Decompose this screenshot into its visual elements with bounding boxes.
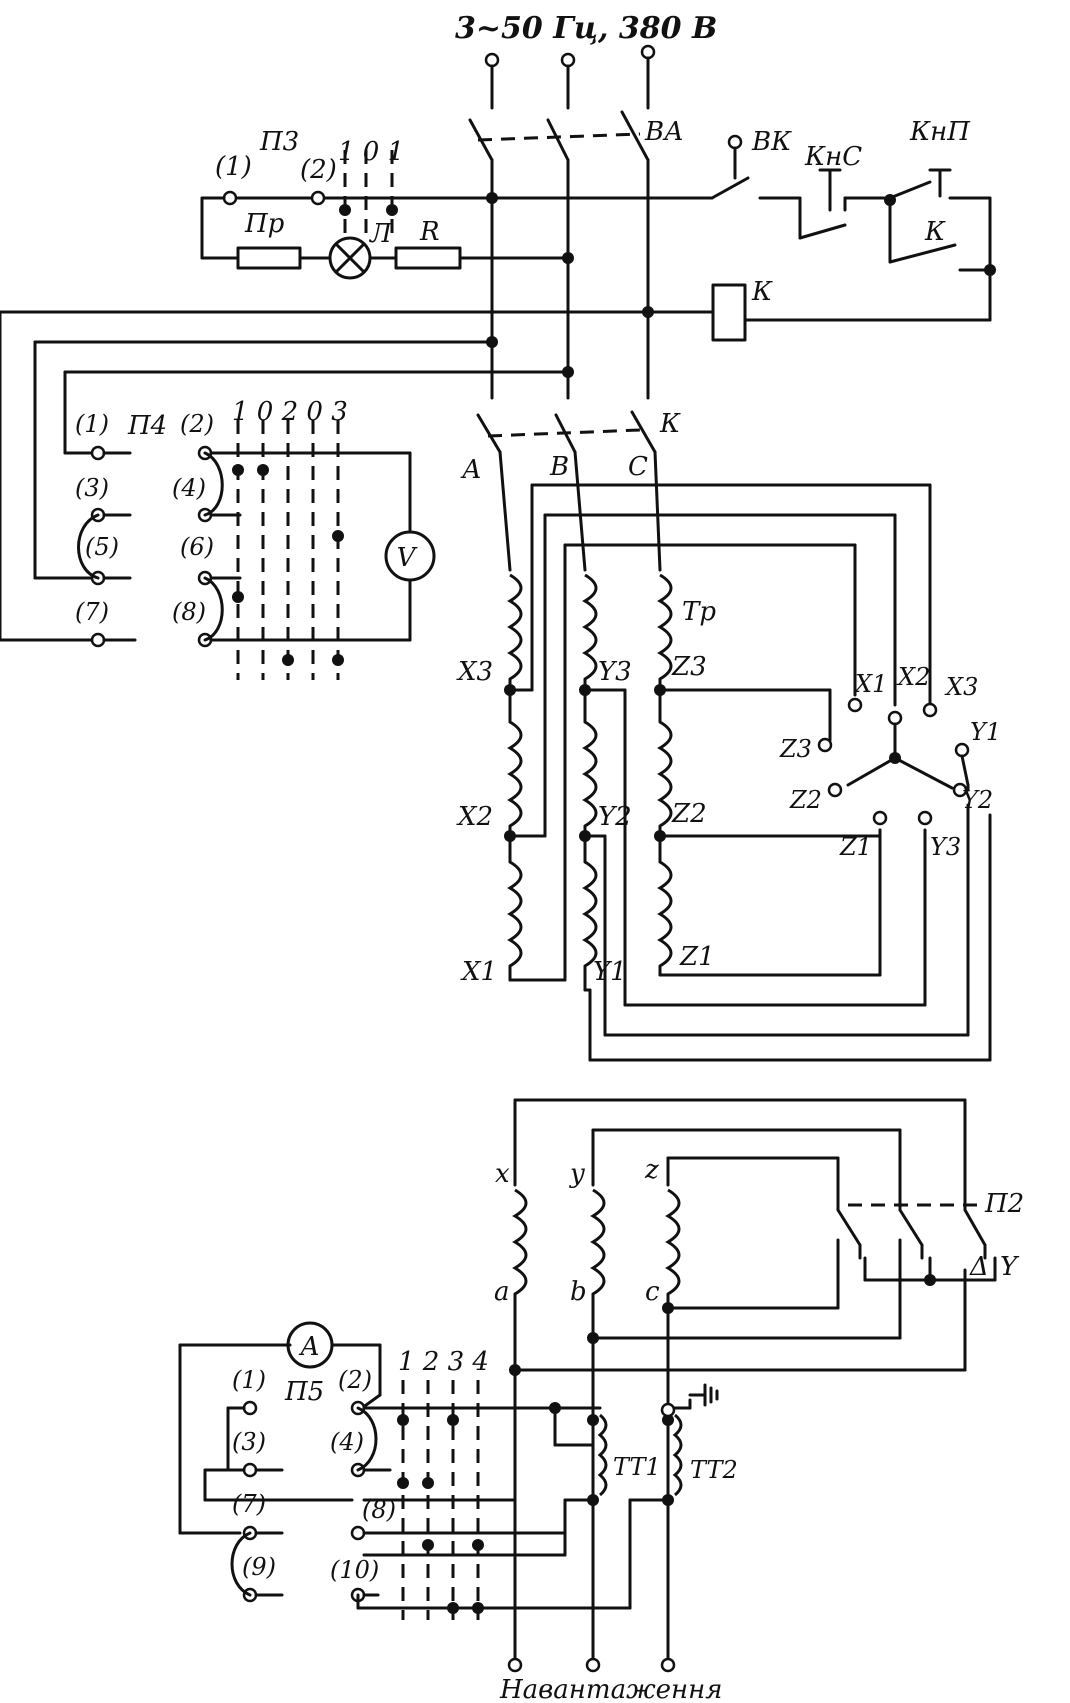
p5-pos-9: (9) [242, 1553, 276, 1581]
p5-switch [178, 1321, 632, 1620]
tap-x1: X1 [460, 957, 497, 987]
p4-pos-6: (6) [180, 533, 214, 561]
supply-label: 3~50 Гц, 380 В [455, 11, 717, 46]
contactor-k [476, 410, 657, 454]
voltmeter-icon: V [397, 543, 418, 573]
p5-pos-4: (4) [330, 1428, 364, 1456]
p5-pos-2: (2) [338, 1366, 372, 1394]
ammeter-icon: A [299, 1332, 320, 1362]
knp-label: КнП [909, 117, 971, 147]
tap-z2: Z2 [671, 799, 707, 829]
p5-label: П5 [284, 1377, 324, 1407]
secondary-windings [509, 1098, 967, 1662]
p3-circuit [200, 150, 654, 318]
transformer-windings [498, 450, 673, 992]
lamp-label: Л [368, 219, 393, 249]
knc-label: КнС [804, 142, 862, 172]
sec-x-label: x [495, 1159, 510, 1189]
p5-columns: 1 2 3 4 [398, 1347, 489, 1377]
p3-label: П3 [259, 127, 299, 157]
p2-switch [836, 1203, 997, 1286]
p4-pos-1: (1) [75, 410, 109, 438]
p3-pos1: (1) [215, 152, 252, 182]
sec-z-label: z [644, 1155, 659, 1185]
sec-a-label: a [494, 1277, 510, 1307]
p4-pos-5: (5) [85, 533, 119, 561]
tap-z3: Z3 [671, 652, 707, 682]
k-contact-label: К [924, 217, 946, 247]
load-label: Навантаження [499, 1675, 723, 1703]
phase-a-label: А [460, 455, 482, 485]
supply-terminals [484, 44, 656, 110]
sel-z3: Z3 [779, 735, 812, 763]
p3-pos2: (2) [300, 155, 337, 185]
sel-y1: Y1 [970, 718, 1001, 746]
sel-y2: Y2 [962, 786, 993, 814]
p4-columns: 1 0 2 0 3 [232, 397, 348, 427]
tt1-label: TT1 [613, 1453, 661, 1481]
p2-label: П2 [984, 1189, 1024, 1219]
sel-z2: Z2 [789, 786, 822, 814]
sec-y-label: y [569, 1159, 585, 1189]
vk-label: ВК [751, 127, 792, 157]
sec-b-label: b [570, 1277, 587, 1307]
breaker-label: ВА [644, 117, 684, 147]
phase-b-label: В [549, 452, 569, 482]
p4-label: П4 [127, 411, 167, 441]
fuse-label: Пр [244, 209, 285, 239]
load-terminals [507, 1657, 676, 1673]
p4-pos-4: (4) [172, 474, 206, 502]
sec-c-label: c [645, 1277, 660, 1307]
tap-z1: Z1 [679, 942, 715, 972]
tt2-label: TT2 [690, 1456, 738, 1484]
sel-z1: Z1 [839, 833, 872, 861]
p4-pos-7: (7) [75, 598, 109, 626]
p5-pos-1: (1) [232, 1366, 266, 1394]
sel-y3: Y3 [930, 833, 961, 861]
sel-x2: X2 [896, 663, 930, 691]
transformer-label: Тр [682, 597, 716, 627]
control-circuit [0, 134, 996, 342]
tap-x3: X3 [456, 657, 493, 687]
p4-feeders [0, 310, 574, 642]
p4-pos-8: (8) [172, 598, 206, 626]
tap-x2: X2 [456, 802, 493, 832]
current-transformers [549, 1383, 719, 1557]
tap-y1: Y1 [593, 957, 627, 987]
p4-pos-3: (3) [75, 474, 109, 502]
k-main-label: К [659, 409, 681, 439]
sel-x3: X3 [944, 673, 978, 701]
resistor-label: R [419, 217, 440, 247]
p4-pos-2: (2) [180, 410, 214, 438]
p5-pos-10: (10) [330, 1556, 379, 1584]
p4-switch [77, 420, 436, 680]
star-label: Y [1000, 1252, 1020, 1282]
p5-pos-7: (7) [232, 1490, 266, 1518]
delta-label: Δ [969, 1252, 989, 1282]
k-coil-label: К [751, 277, 773, 307]
sel-x1: X1 [853, 670, 887, 698]
p3-columns: 1 0 1 [338, 137, 404, 167]
tap-wiring [508, 483, 992, 1062]
phase-c-label: С [628, 452, 648, 482]
tap-y3: Y3 [598, 657, 632, 687]
p5-pos-8: (8) [362, 1496, 396, 1524]
p5-pos-3: (3) [232, 1428, 266, 1456]
breaker-va [468, 110, 650, 400]
tap-selector [817, 697, 970, 826]
tap-y2: Y2 [598, 802, 632, 832]
